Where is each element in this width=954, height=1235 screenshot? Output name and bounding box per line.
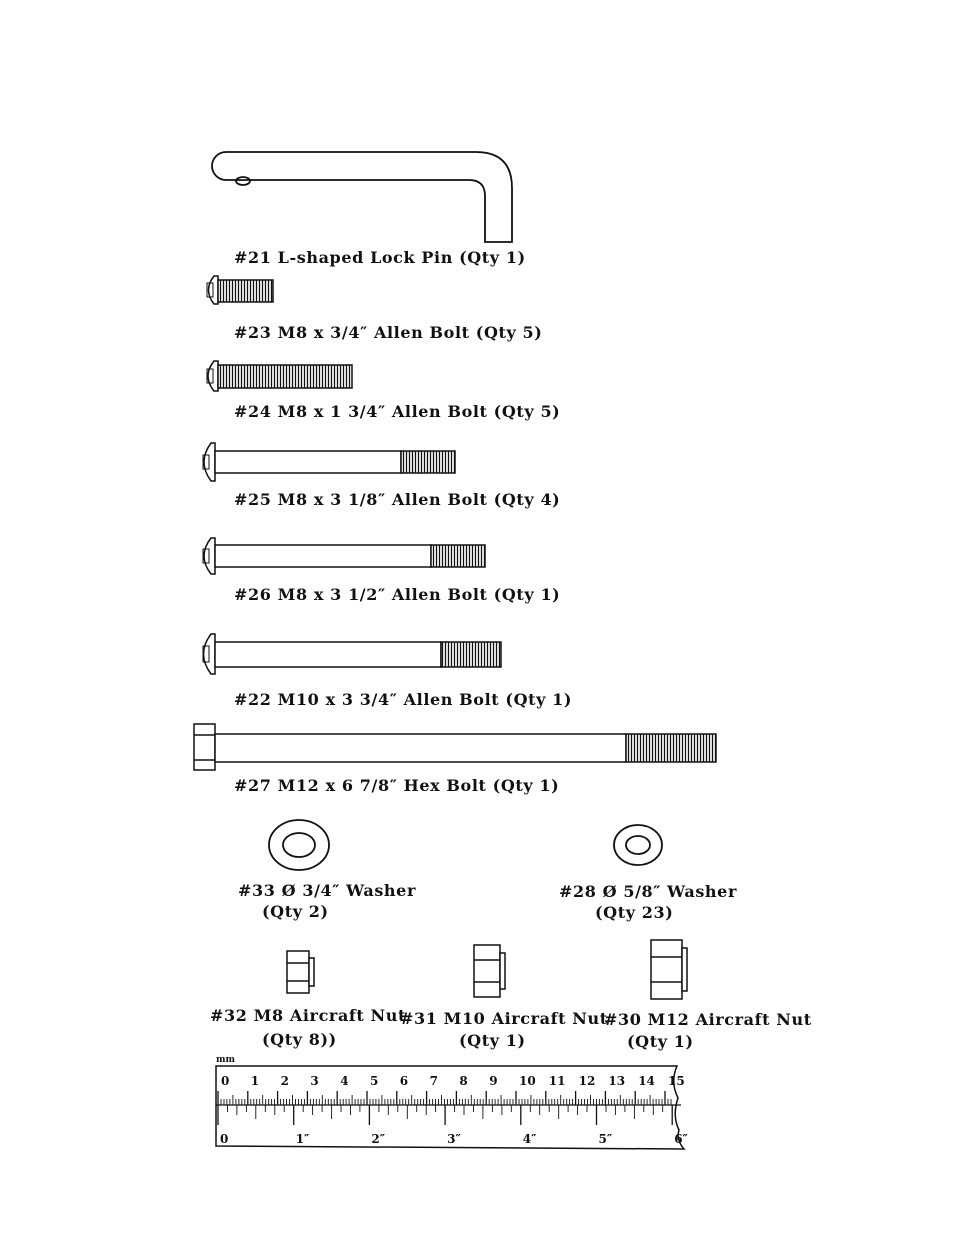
cm-label: 8 (459, 1074, 467, 1088)
part-qty-30: (Qty 1) (627, 1032, 694, 1051)
aircraft-nut-30-drawing (650, 939, 688, 1000)
part-label-28: #28 Ø 5/8″ Washer (559, 882, 737, 901)
mm-unit-label: mm (216, 1055, 236, 1065)
cm-label: 7 (430, 1074, 438, 1088)
inch-label: 6″ (674, 1132, 688, 1146)
part-label-27: #27 M12 x 6 7/8″ Hex Bolt (Qty 1) (234, 776, 560, 795)
inch-label: 3″ (447, 1132, 461, 1146)
part-label-22: #22 M10 x 3 3/4″ Allen Bolt (Qty 1) (234, 690, 573, 709)
allen-bolt-25-drawing (202, 442, 456, 482)
aircraft-nut-31-drawing (473, 944, 506, 998)
part-label-26: #26 M8 x 3 1/2″ Allen Bolt (Qty 1) (234, 585, 561, 604)
washer-33-drawing (268, 819, 330, 871)
allen-bolt-24-drawing (206, 360, 353, 392)
allen-bolt-26-drawing (202, 537, 486, 575)
part-qty-28: (Qty 23) (595, 903, 674, 922)
cm-label: 3 (310, 1074, 318, 1088)
cm-label: 4 (340, 1074, 348, 1088)
cm-label: 0 (221, 1074, 229, 1088)
cm-label: 11 (549, 1074, 566, 1088)
part-label-25: #25 M8 x 3 1/8″ Allen Bolt (Qty 4) (234, 490, 561, 509)
part-label-32: #32 M8 Aircraft Nut (210, 1006, 407, 1025)
cm-label: 6 (400, 1074, 408, 1088)
lock-pin-21-drawing (211, 151, 513, 243)
inch-label: 2″ (371, 1132, 385, 1146)
part-label-33: #33 Ø 3/4″ Washer (238, 881, 416, 900)
part-label-23: #23 M8 x 3/4″ Allen Bolt (Qty 5) (234, 323, 543, 342)
cm-label: 15 (668, 1074, 685, 1088)
washer-28-drawing (613, 824, 663, 866)
inch-label: 0 (220, 1132, 228, 1146)
cm-label: 5 (370, 1074, 378, 1088)
part-label-24: #24 M8 x 1 3/4″ Allen Bolt (Qty 5) (234, 402, 561, 421)
part-qty-31: (Qty 1) (459, 1031, 526, 1050)
inch-label: 5″ (599, 1132, 613, 1146)
cm-label: 14 (638, 1074, 655, 1088)
inch-label: 4″ (523, 1132, 537, 1146)
part-qty-33: (Qty 2) (262, 902, 329, 921)
cm-label: 12 (579, 1074, 596, 1088)
cm-label: 2 (281, 1074, 289, 1088)
cm-label: 9 (489, 1074, 497, 1088)
part-label-21: #21 L-shaped Lock Pin (Qty 1) (234, 248, 526, 267)
part-label-31: #31 M10 Aircraft Nut (400, 1009, 608, 1028)
cm-label: 1 (251, 1074, 259, 1088)
hex-bolt-27-drawing (193, 723, 717, 771)
allen-bolt-23-drawing (206, 275, 274, 305)
cm-label: 13 (608, 1074, 625, 1088)
allen-bolt-22-drawing (202, 633, 502, 675)
part-qty-32: (Qty 8)) (262, 1030, 337, 1049)
inch-label: 1″ (296, 1132, 310, 1146)
aircraft-nut-32-drawing (286, 950, 315, 994)
cm-label: 10 (519, 1074, 536, 1088)
part-label-30: #30 M12 Aircraft Nut (604, 1010, 812, 1029)
